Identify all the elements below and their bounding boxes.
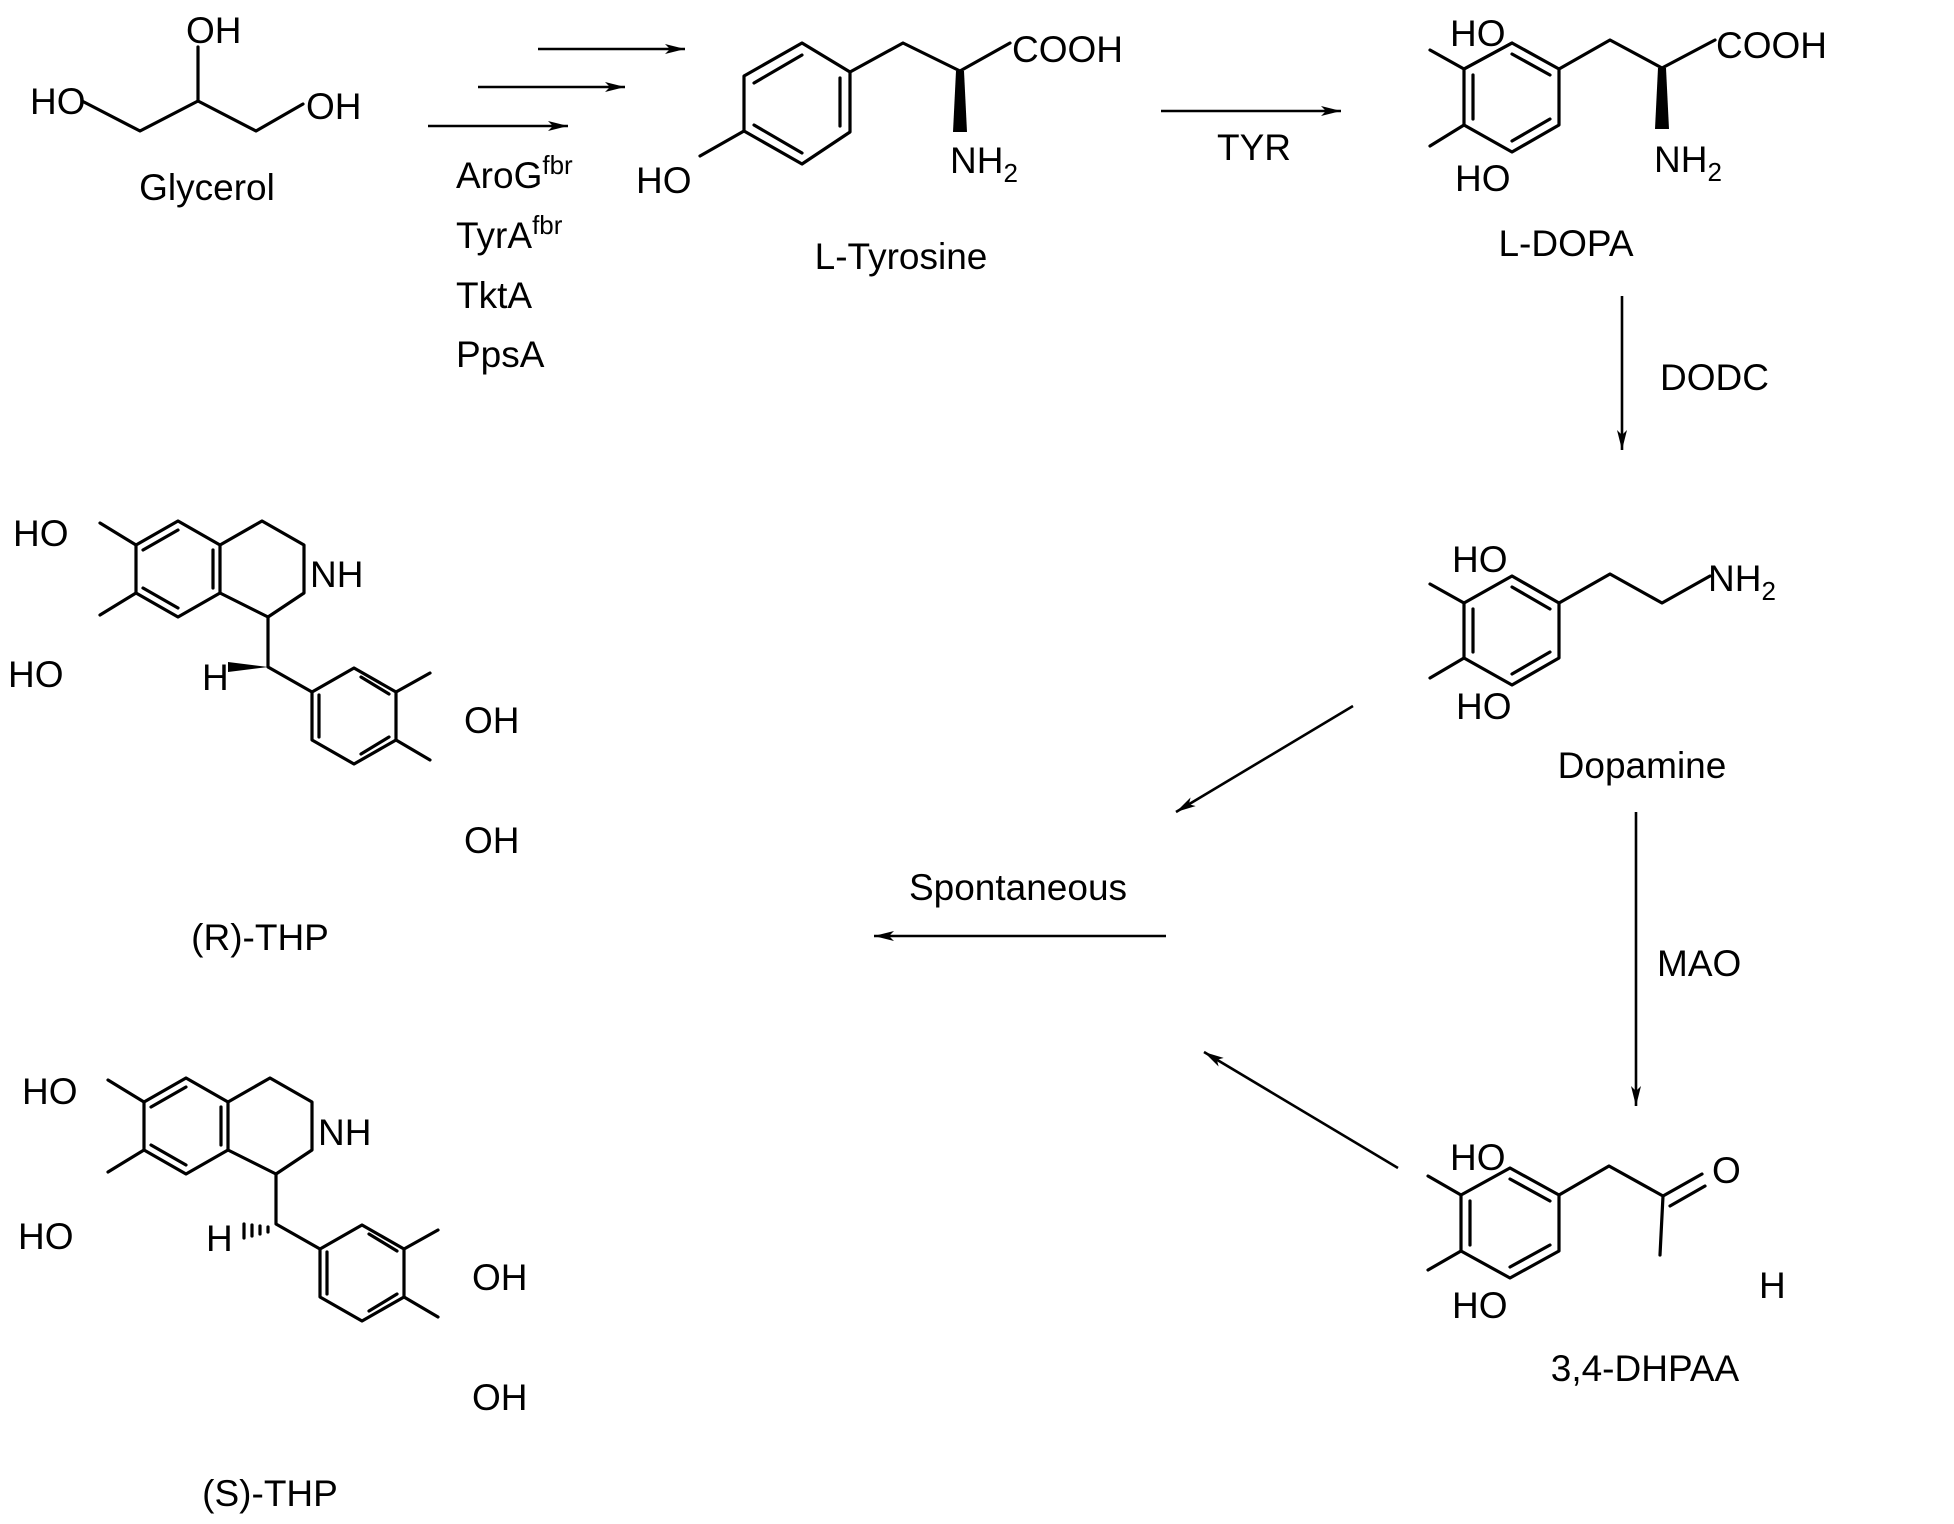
enzyme-list-glycerol-to-tyrosine: AroGfbr TyrAfbr TktA PpsA [456, 150, 573, 375]
dopamine-ho-bottom: HO [1456, 686, 1512, 727]
r-thp-oh-top: OH [464, 700, 520, 741]
dopa-ho-top: HO [1450, 13, 1506, 54]
tyrosine-cooh: COOH [1012, 29, 1123, 70]
dopamine-ho-top: HO [1452, 539, 1508, 580]
dhpaa-carbonyl-o: O [1712, 1150, 1741, 1191]
reaction-spontaneous: Spontaneous [909, 867, 1127, 908]
glycerol-oh-right: OH [306, 86, 362, 127]
r-thp-oh-bottom: OH [464, 820, 520, 861]
l-tyrosine-label: L-Tyrosine [815, 236, 988, 277]
l-dopa-structure: HO HO COOH NH2 L-DOPA [1428, 13, 1827, 264]
glycerol-label: Glycerol [139, 167, 275, 208]
l-tyrosine-structure: COOH NH2 HO L-Tyrosine [636, 29, 1123, 277]
enzyme-tyra: TyrAfbr [456, 210, 563, 256]
tyrosine-nh2: NH2 [950, 140, 1018, 188]
s-thp-ho-bottom: HO [18, 1216, 74, 1257]
arrow-dhpaa-to-condensation [1203, 1050, 1399, 1170]
glycerol-ho-left: HO [30, 81, 86, 122]
enzyme-mao: MAO [1657, 943, 1741, 984]
r-thp-h: H [202, 657, 229, 698]
dopa-ho-bottom: HO [1455, 158, 1511, 199]
s-thp-label: (S)-THP [202, 1473, 338, 1514]
enzyme-tyr: TYR [1217, 127, 1291, 168]
dhpaa-aldehyde-h: H [1759, 1265, 1786, 1306]
enzyme-dodc: DODC [1660, 357, 1769, 398]
dopamine-structure: HO HO NH2 Dopamine [1428, 539, 1776, 786]
s-thp-nh: NH [318, 1112, 371, 1153]
enzyme-tkta: TktA [456, 275, 532, 316]
r-thp-label: (R)-THP [191, 917, 329, 958]
s-thp-oh-top: OH [472, 1257, 528, 1298]
glycerol-oh-top: OH [186, 10, 242, 51]
dopa-cooh: COOH [1716, 25, 1827, 66]
arrow-dopamine-to-condensation [1175, 704, 1354, 814]
s-thp-ho-top: HO [22, 1071, 78, 1112]
glycerol-structure: OH HO OH Glycerol [30, 10, 362, 208]
l-dopa-label: L-DOPA [1498, 223, 1633, 264]
dhpaa-ho-top: HO [1450, 1137, 1506, 1178]
r-thp-structure: HO HO NH H OH OH (R)-THP [8, 513, 520, 958]
multistep-arrows [428, 44, 685, 131]
r-thp-ho-top: HO [13, 513, 69, 554]
enzyme-arog: AroGfbr [456, 150, 573, 196]
dhpaa-ho-bottom: HO [1452, 1285, 1508, 1326]
r-thp-ho-bottom: HO [8, 654, 64, 695]
dhpaa-structure: HO HO O H 3,4-DHPAA [1426, 1137, 1786, 1389]
dhpaa-label: 3,4-DHPAA [1551, 1348, 1740, 1389]
r-thp-nh: NH [310, 554, 363, 595]
s-thp-structure: HO HO NH H OH OH (S)-THP [18, 1071, 528, 1514]
dopamine-label: Dopamine [1558, 745, 1727, 786]
enzyme-ppsa: PpsA [456, 334, 545, 375]
tyrosine-ho: HO [636, 160, 692, 201]
dopa-nh2: NH2 [1654, 139, 1722, 187]
s-thp-oh-bottom: OH [472, 1377, 528, 1418]
s-thp-h: H [206, 1218, 233, 1259]
dopamine-nh2: NH2 [1708, 558, 1776, 606]
